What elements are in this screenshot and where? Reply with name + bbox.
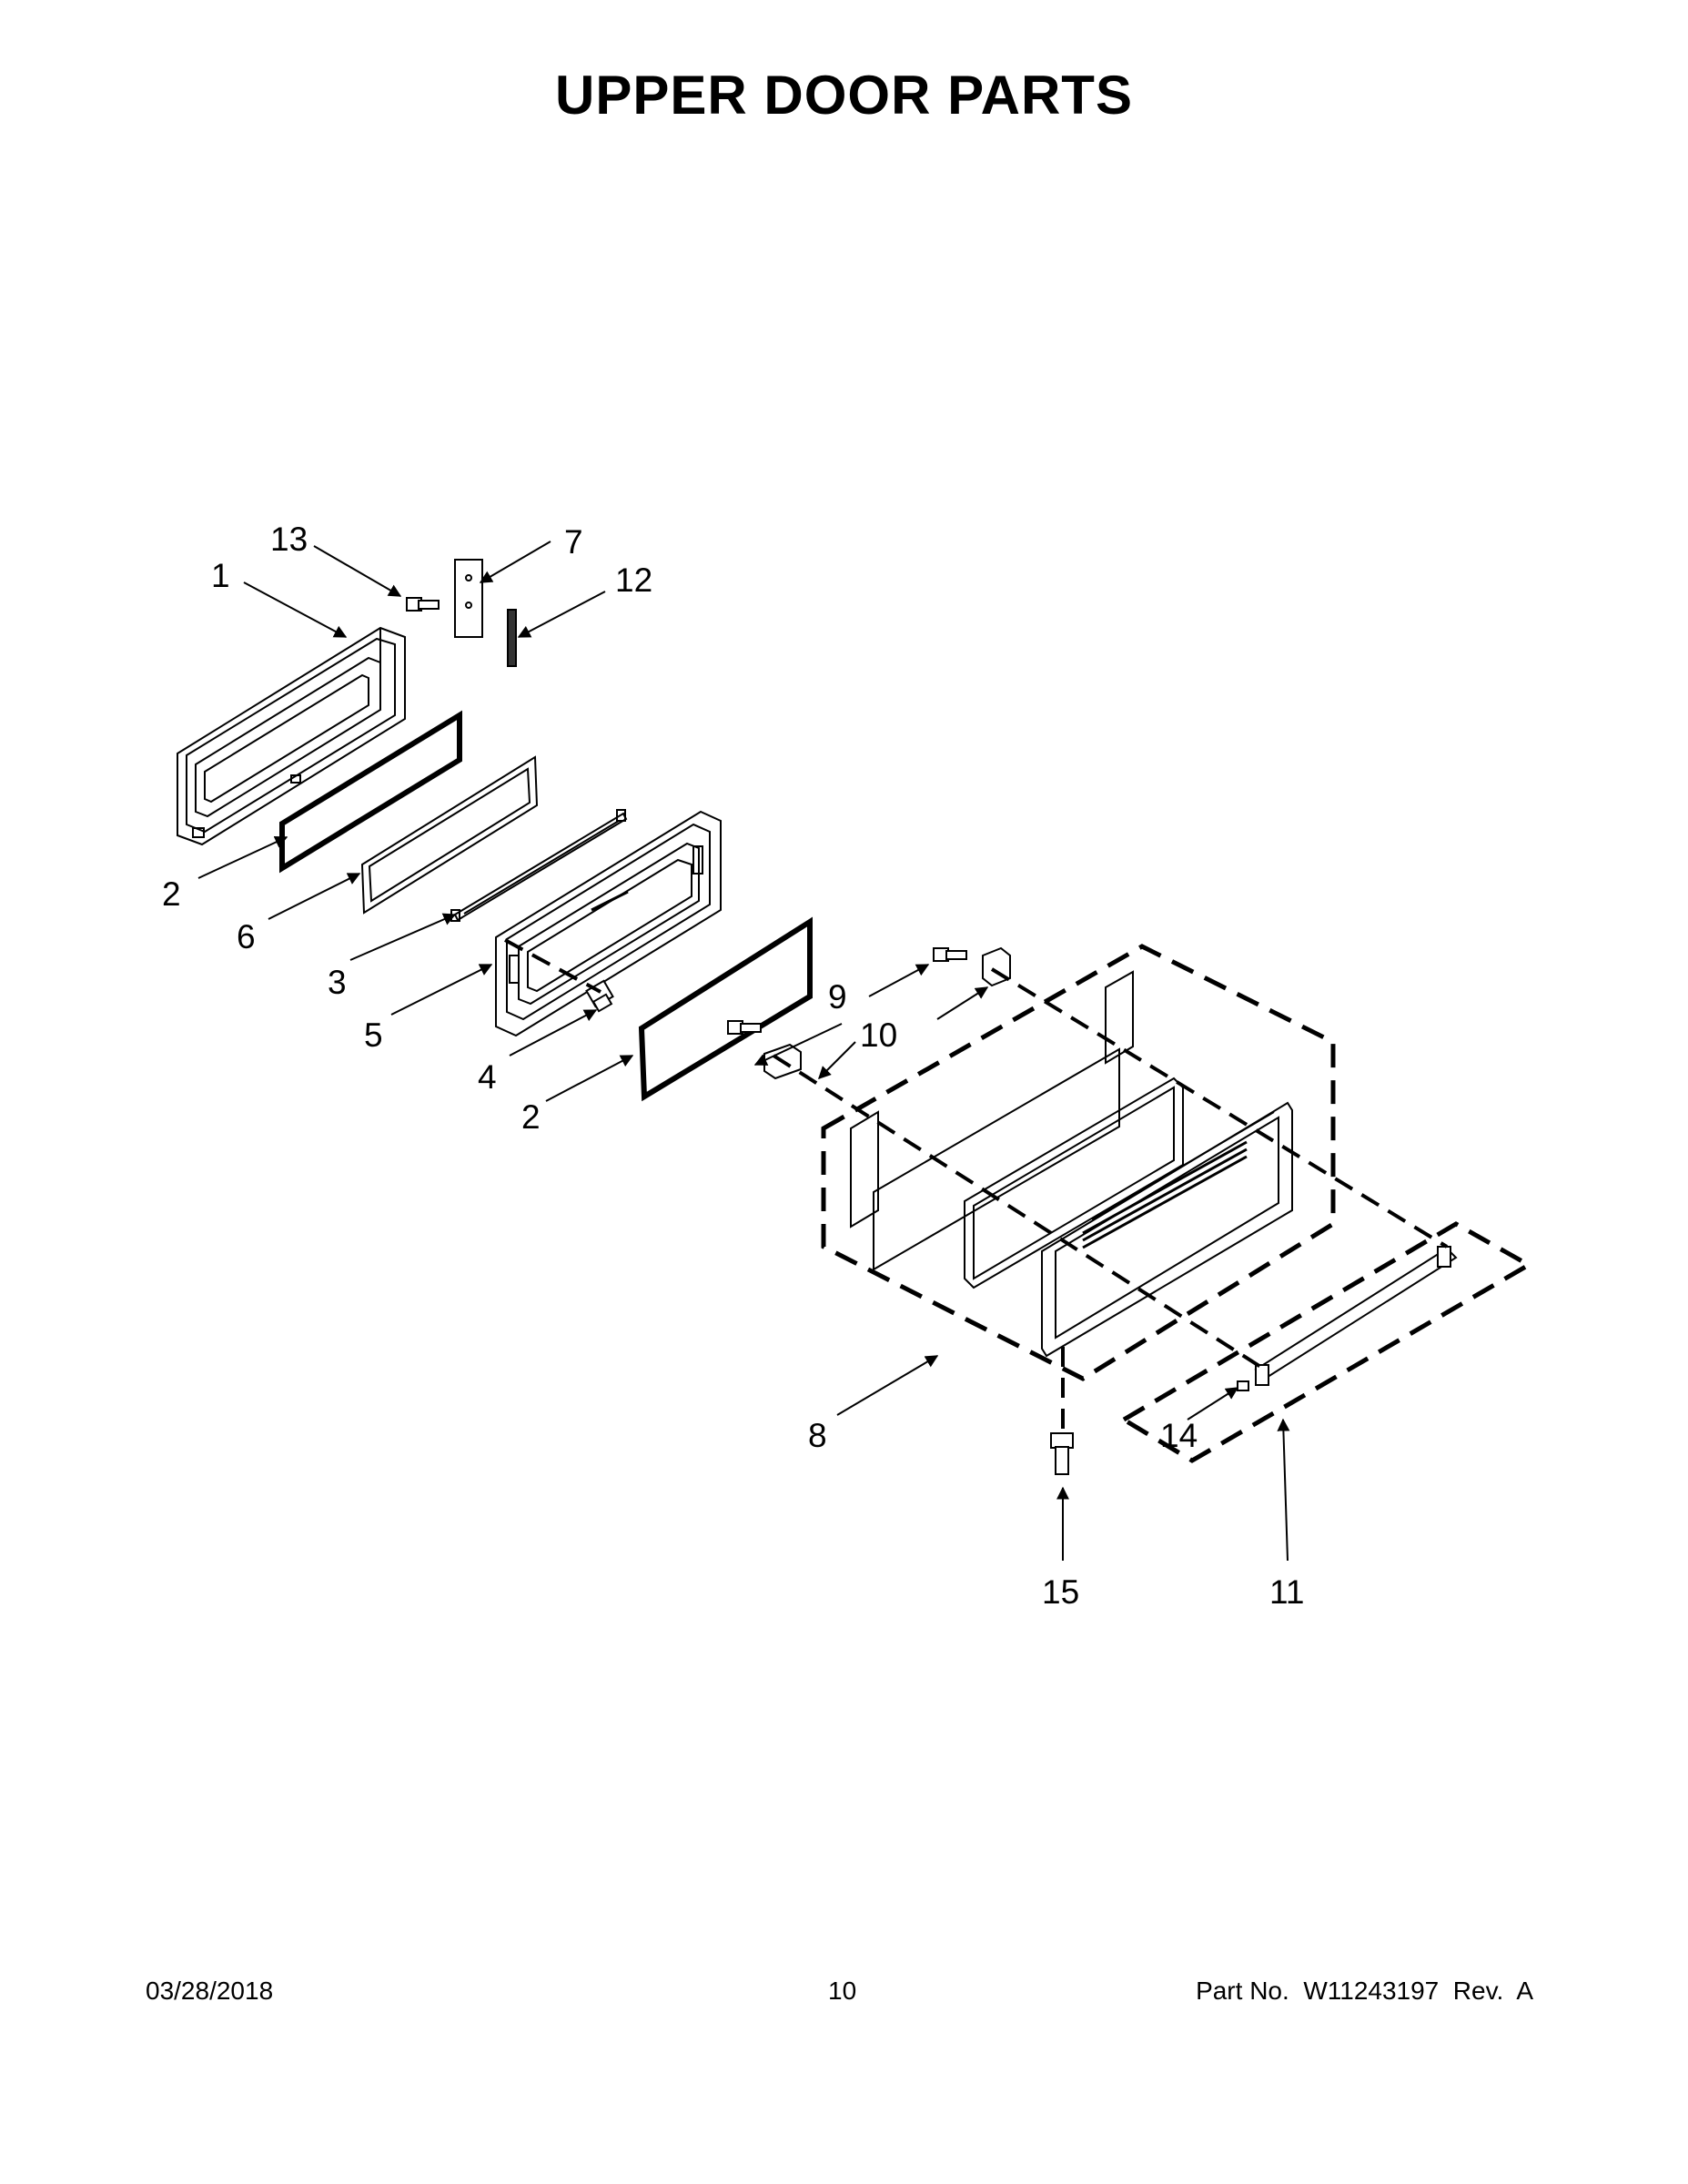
part-12-hinge-pin: [507, 609, 517, 667]
callout-2-upper: 2: [162, 875, 181, 913]
part-10-brackets: [763, 946, 1011, 1080]
callout-6: 6: [237, 918, 256, 956]
callout-2-lower: 2: [521, 1098, 541, 1136]
callout-10: 10: [860, 1016, 897, 1054]
part-7-hinge-plate: [454, 559, 483, 638]
part-5-door-liner: [495, 810, 722, 1037]
part-8-vent-grille: [1082, 1140, 1248, 1249]
callout-15: 15: [1042, 1573, 1079, 1611]
callout-12: 12: [615, 561, 652, 599]
leader-arrows: [197, 541, 1290, 1562]
callout-11: 11: [1269, 1573, 1304, 1611]
callout-4: 4: [478, 1058, 497, 1096]
part-14-screw: [1237, 1380, 1249, 1391]
callout-8: 8: [808, 1417, 827, 1454]
part-6-door-glass: [279, 710, 462, 874]
callout-13: 13: [270, 521, 308, 558]
callout-3: 3: [328, 964, 347, 1001]
part-2-glass-frame-upper: [360, 755, 539, 915]
callout-5: 5: [364, 1016, 383, 1054]
footer-date: 03/28/2018: [146, 1977, 274, 2005]
part-8-outer-door-assembly: [821, 944, 1336, 1381]
part-11-handle: [1254, 1246, 1458, 1386]
callout-labels: 1 13 7 12 2 6 3 5 4 2 9 10 8 14 15 11: [162, 521, 1304, 1611]
part-15-screw: [1050, 1432, 1074, 1475]
part-11-handle-assembly: [1119, 1221, 1534, 1463]
callout-7: 7: [564, 523, 583, 561]
assembly-alignment-lines: [504, 938, 1449, 1429]
part-9-screws: [727, 947, 967, 1035]
callout-9: 9: [828, 978, 847, 1016]
part-3-support-bar: [450, 809, 628, 922]
footer-page-number: 10: [828, 1977, 857, 2005]
part-13-screw: [406, 597, 440, 612]
part-2-glass-lower: [638, 916, 813, 1102]
part-1-inner-door-panel: [177, 626, 406, 846]
callout-14: 14: [1160, 1417, 1198, 1454]
part-8-outer-door-detail: [850, 970, 1293, 1358]
callout-1: 1: [211, 557, 230, 594]
page-title: UPPER DOOR PARTS: [555, 65, 1133, 126]
footer-part-number: Part No. W11243197 Rev. A: [1196, 1977, 1533, 2005]
